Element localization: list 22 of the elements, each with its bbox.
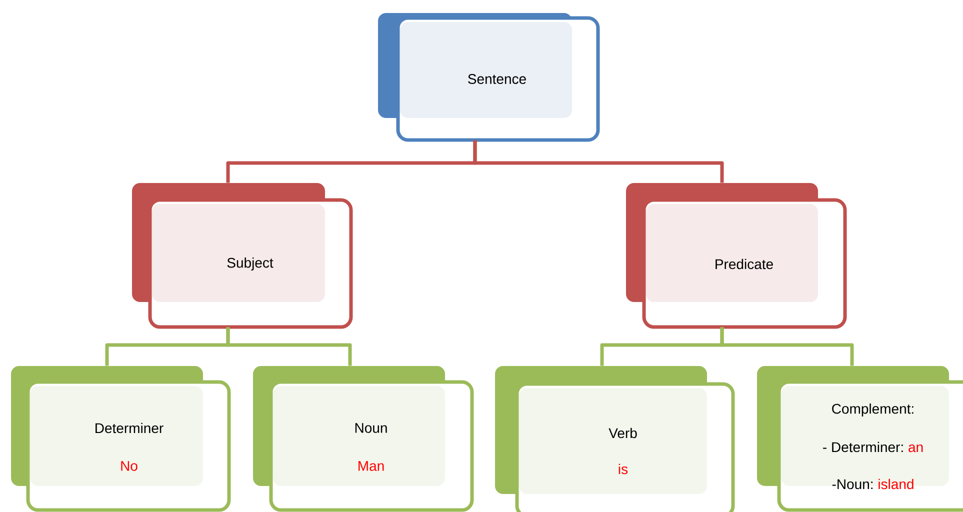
- tree-box: [253, 366, 474, 512]
- connector-line: [473, 140, 724, 183]
- box-label: Man: [358, 461, 384, 471]
- box-label: Subject: [227, 257, 274, 271]
- box-label: Sentence: [468, 74, 526, 84]
- tree-box: [757, 366, 963, 512]
- box-label: Determiner: [96, 422, 164, 434]
- connector-line: [720, 327, 854, 366]
- box-label: -Noun: island: [832, 478, 914, 490]
- box-label: Predicate: [716, 258, 773, 270]
- box-label: Noun: [355, 423, 387, 433]
- tree-box: [495, 366, 735, 512]
- box-label: Verb: [608, 428, 637, 438]
- box-label: Complement:: [832, 403, 914, 417]
- box-label: No: [121, 461, 138, 471]
- box-label: is: [618, 464, 628, 474]
- tree-box: [378, 13, 600, 142]
- box-label: - Determiner: an: [823, 442, 923, 452]
- tree-box: [626, 183, 847, 329]
- tree-box: [132, 183, 353, 329]
- connector-line: [226, 327, 352, 366]
- tree-box: [11, 366, 231, 512]
